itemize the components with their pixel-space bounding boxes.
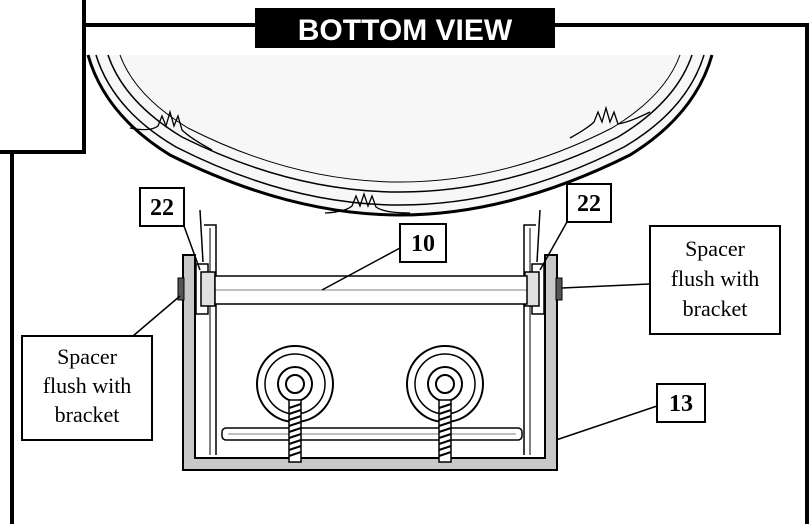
note-right-line-1: Spacer [685,236,746,261]
note-left-line-1: Spacer [57,344,118,369]
heater-wiggle-right [569,105,651,139]
left-terminal [256,345,334,463]
support-arms [199,209,541,455]
callout-10: 10 [321,223,447,291]
callout-10-label: 10 [411,231,435,257]
heater-wiggle-center [324,191,411,214]
left-spacer [177,263,216,315]
shaft [214,275,528,305]
callout-22-left: 22 [139,187,201,271]
title-banner: BOTTOM VIEW [255,8,555,48]
drum [86,54,714,217]
note-right-line-3: bracket [683,296,748,321]
callout-13: 13 [555,383,706,441]
note-right-line-2: flush with [671,266,760,291]
note-left-line-3: bracket [55,402,120,427]
right-spacer [524,263,563,315]
right-terminal [406,345,484,463]
note-left: Spacer flush with bracket [21,295,181,441]
callout-22-left-label: 22 [150,195,174,221]
note-right: Spacer flush with bracket [561,225,781,335]
heater-wiggle-left [129,109,213,151]
inset-box [0,0,86,154]
callout-13-label: 13 [669,391,693,417]
callout-22-right: 22 [539,183,612,271]
bracket [182,254,558,471]
title: BOTTOM VIEW [298,14,513,47]
callout-22-right-label: 22 [577,191,601,217]
note-left-line-2: flush with [43,373,132,398]
bottom-rail [221,427,523,441]
